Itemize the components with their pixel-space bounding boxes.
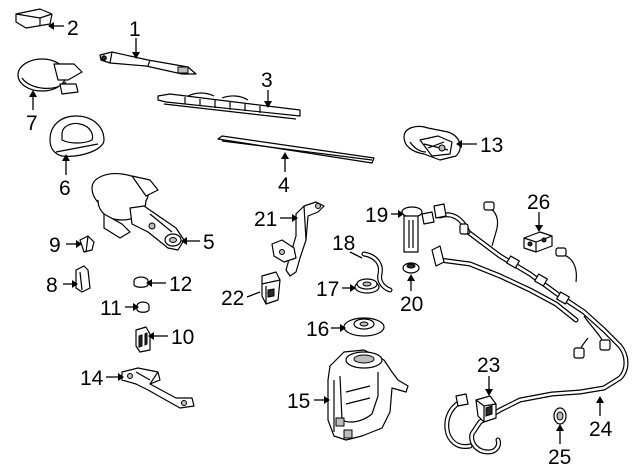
callout-1: 1 <box>129 18 141 41</box>
bracket <box>121 367 195 409</box>
blade-refill <box>217 135 375 164</box>
callout-7: 7 <box>26 112 38 135</box>
callout-5: 5 <box>203 231 215 254</box>
retainer <box>135 326 151 353</box>
callout-3: 3 <box>261 69 273 92</box>
motor-cover <box>49 115 105 157</box>
hose-grommet <box>553 407 567 425</box>
callout-12: 12 <box>169 273 192 296</box>
sensor-grommet <box>402 262 420 274</box>
wiper-blade <box>157 92 301 120</box>
arm-cap <box>15 8 53 29</box>
hose-connector <box>523 231 553 253</box>
bushing <box>136 301 150 313</box>
connecting-hose <box>361 251 393 293</box>
callout-16: 16 <box>306 318 329 341</box>
nut <box>133 276 149 288</box>
callout-15: 15 <box>287 390 310 413</box>
callout-24: 24 <box>589 418 613 441</box>
callout-10: 10 <box>171 326 194 349</box>
callout-21: 21 <box>254 208 277 231</box>
callout-26: 26 <box>527 191 550 214</box>
callout-23: 23 <box>477 354 500 377</box>
callout-14: 14 <box>80 367 104 390</box>
wiper-motor <box>403 125 461 161</box>
motor-cap <box>17 58 83 95</box>
callout-17: 17 <box>316 278 339 301</box>
callout-11: 11 <box>100 297 122 320</box>
wiper-arm <box>99 51 197 75</box>
washer-pump <box>261 271 281 305</box>
grommet <box>79 235 95 253</box>
filler-neck-grommet <box>354 278 380 294</box>
callout-2: 2 <box>67 17 79 40</box>
washer-reservoir <box>327 349 409 441</box>
callout-20: 20 <box>400 293 423 316</box>
callout-6: 6 <box>59 177 71 200</box>
callout-4: 4 <box>278 174 290 197</box>
level-sensor <box>401 206 435 253</box>
callout-25: 25 <box>548 446 571 469</box>
callout-22: 22 <box>221 287 244 310</box>
leader-lines <box>29 22 604 444</box>
callout-18: 18 <box>332 232 355 255</box>
washer-nozzle <box>455 393 497 423</box>
clip <box>75 265 91 293</box>
reservoir-seal <box>343 317 385 337</box>
pump-bracket <box>271 201 325 277</box>
callout-9: 9 <box>49 234 61 257</box>
callout-13: 13 <box>480 134 503 157</box>
callout-19: 19 <box>365 204 388 227</box>
wiper-linkage <box>91 173 185 251</box>
callout-8: 8 <box>46 274 58 297</box>
